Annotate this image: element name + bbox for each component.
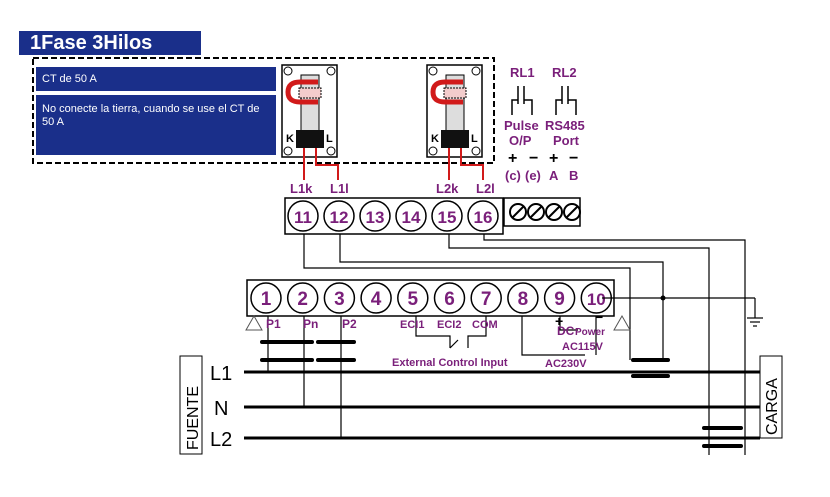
pulse-plus-sign: + bbox=[508, 150, 517, 167]
fuente-label: FUENTE bbox=[185, 386, 202, 450]
terminal-1 bbox=[250, 282, 282, 314]
label-dc-plus: + bbox=[555, 313, 563, 329]
terminal-label-10: 10 bbox=[587, 290, 606, 309]
current-transformer-1: K L bbox=[281, 64, 338, 158]
terminal-label-15: 15 bbox=[438, 208, 457, 227]
terminal-12 bbox=[323, 200, 355, 232]
ct-enclosure bbox=[32, 57, 495, 164]
terminal-4 bbox=[360, 282, 392, 314]
terminal-label-11: 11 bbox=[294, 208, 312, 227]
terminal-label-4: 4 bbox=[371, 289, 382, 310]
fuente-box bbox=[179, 355, 203, 455]
label-p1: P1 bbox=[266, 317, 281, 331]
wire-label-l1l: L1l bbox=[330, 181, 349, 196]
terminal-7 bbox=[470, 282, 502, 314]
terminal-14 bbox=[395, 200, 427, 232]
rs485-a-label: A bbox=[549, 168, 559, 183]
rs485-b-label: B bbox=[569, 168, 578, 183]
label-eci2: ECI2 bbox=[437, 319, 461, 331]
label-pn: Pn bbox=[303, 317, 318, 331]
label-ac115v: AC115V bbox=[562, 341, 604, 353]
terminal-label-16: 16 bbox=[474, 208, 493, 227]
terminal-label-13: 13 bbox=[366, 208, 385, 227]
ct1-l-label: L bbox=[326, 133, 333, 145]
terminal-16 bbox=[467, 200, 499, 232]
warning-triangle-icon bbox=[613, 314, 631, 331]
rs485-plus-sign: + bbox=[549, 150, 558, 167]
diagram-title: 1Fase 3Hilos bbox=[30, 32, 153, 54]
terminal-label-7: 7 bbox=[481, 289, 492, 310]
wire-label-l2k: L2k bbox=[436, 181, 459, 196]
collector-label: (c) bbox=[505, 168, 521, 183]
ct2-k-label: K bbox=[431, 133, 439, 145]
terminal-5 bbox=[397, 282, 429, 314]
ct-leads bbox=[303, 148, 484, 180]
rs485-minus-sign: − bbox=[569, 150, 578, 167]
pulse-label: Pulse bbox=[504, 118, 539, 133]
label-dc-minus: − bbox=[595, 309, 603, 325]
label-eci1: ECI1 bbox=[400, 319, 424, 331]
ct-rating-note: CT de 50 A bbox=[36, 67, 276, 91]
carga-box bbox=[759, 355, 783, 439]
relay-rl2-label: RL2 bbox=[552, 65, 577, 80]
wire-label-l2l: L2l bbox=[476, 181, 495, 196]
title-bar bbox=[19, 31, 201, 55]
relay-rl1-label: RL1 bbox=[510, 65, 535, 80]
terminal-label-12: 12 bbox=[330, 208, 349, 227]
terminal-label-2: 2 bbox=[297, 289, 308, 310]
relay-contacts bbox=[511, 86, 577, 115]
power-lines bbox=[244, 370, 760, 440]
terminal-2 bbox=[286, 282, 319, 314]
rs485-label: RS485 bbox=[545, 118, 585, 133]
current-transformer-2: K L bbox=[426, 64, 483, 158]
output-label: O/P bbox=[509, 133, 532, 148]
label-com: COM bbox=[472, 319, 498, 331]
terminal-11 bbox=[287, 200, 319, 232]
terminal-13 bbox=[359, 200, 391, 232]
terminal-label-8: 8 bbox=[518, 289, 529, 310]
emitter-label: (e) bbox=[525, 168, 541, 183]
terminal-3 bbox=[323, 282, 356, 314]
label-dc: DC bbox=[557, 324, 575, 338]
label-external-control-input: External Control Input bbox=[392, 357, 508, 369]
line-l2-label: L2 bbox=[210, 429, 232, 451]
label-ac230v: AC230V bbox=[545, 358, 587, 370]
line-n-label: N bbox=[214, 398, 228, 420]
terminal-9 bbox=[543, 282, 576, 314]
screw-terminals bbox=[509, 203, 581, 221]
terminal-6 bbox=[433, 282, 466, 314]
terminal-label-3: 3 bbox=[334, 289, 345, 310]
line-l1-label: L1 bbox=[210, 363, 232, 385]
voltage-coils bbox=[260, 340, 743, 448]
wire-label-l1k: L1k bbox=[290, 181, 313, 196]
terminal-label-14: 14 bbox=[402, 208, 421, 227]
bottom-terminal-block: 1 2 3 4 5 6 7 8 9 10 bbox=[246, 279, 615, 317]
terminal-label-5: 5 bbox=[408, 289, 419, 310]
terminal-label-1: 1 bbox=[261, 289, 272, 310]
ground-node bbox=[660, 295, 666, 301]
pulse-minus-sign: − bbox=[529, 150, 538, 167]
terminal-15 bbox=[431, 200, 463, 232]
grounding-warning-note: No conecte la tierra, cuando se use el C… bbox=[36, 95, 276, 155]
warning-triangle-icon bbox=[245, 314, 263, 331]
top-terminal-block: 11 12 13 14 15 16 bbox=[284, 197, 581, 235]
terminal-8 bbox=[507, 282, 539, 314]
label-power: Power bbox=[575, 327, 605, 338]
terminal-label-9: 9 bbox=[554, 289, 565, 310]
wiring bbox=[267, 234, 763, 455]
ct1-k-label: K bbox=[286, 133, 294, 145]
ct2-l-label: L bbox=[471, 133, 478, 145]
label-p2: P2 bbox=[342, 317, 357, 331]
carga-label: CARGA bbox=[764, 378, 781, 435]
terminal-label-6: 6 bbox=[444, 289, 455, 310]
port-label: Port bbox=[553, 133, 580, 148]
